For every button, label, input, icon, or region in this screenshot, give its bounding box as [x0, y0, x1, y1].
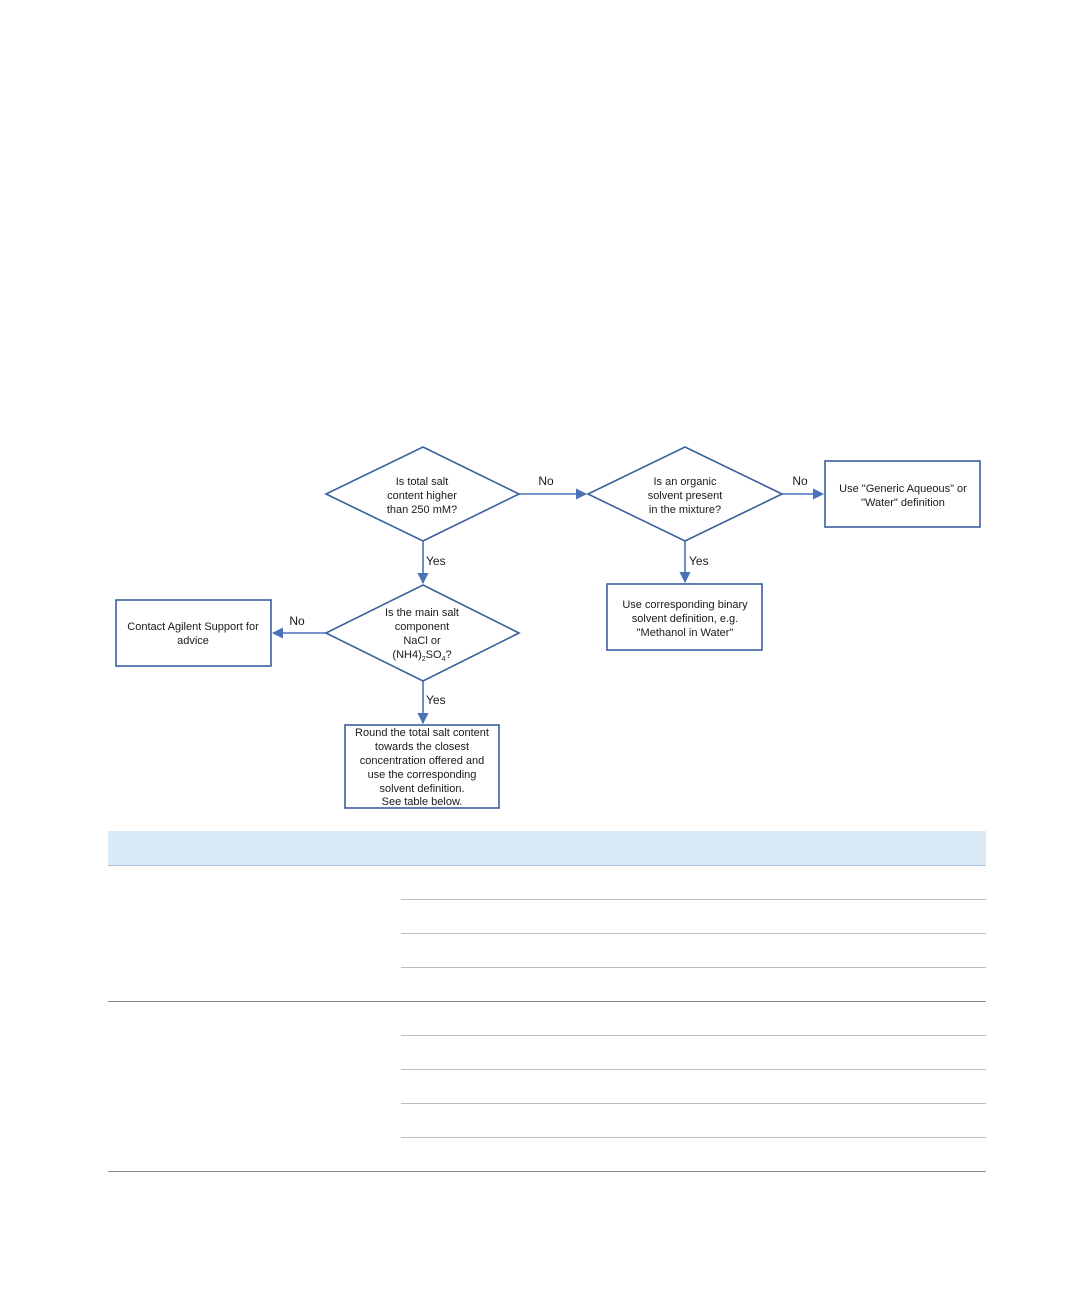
decision-salt-content-line-1: Is total salt — [396, 476, 449, 488]
table-row — [108, 899, 986, 934]
table-row — [108, 1035, 986, 1070]
table-cell — [401, 1103, 986, 1138]
table-header-cell — [401, 831, 986, 866]
table-row — [108, 967, 986, 1002]
edge-label-main-no: No — [289, 614, 305, 628]
table-row — [108, 1069, 986, 1104]
outcome-binary-solvent-line-3: "Methanol in Water" — [637, 627, 734, 639]
decision-main-salt-line-3: NaCl or — [403, 635, 441, 647]
decision-organic-solvent: Is an organic solvent present in the mix… — [586, 446, 784, 542]
table-cell — [401, 899, 986, 934]
table-row — [108, 1137, 986, 1172]
outcome-contact-support-line-2: advice — [177, 635, 209, 647]
edge-label-salt-no: No — [538, 474, 554, 488]
decision-main-salt-line-2: component — [395, 621, 449, 633]
table-cell — [401, 1035, 986, 1070]
decision-salt-content-line-3: than 250 mM? — [387, 504, 457, 516]
table-group-label — [108, 1001, 401, 1172]
decision-organic-solvent-line-1: Is an organic — [654, 476, 717, 488]
table-cell — [401, 1137, 986, 1172]
table-header-cell — [108, 831, 401, 866]
decision-salt-content-line-2: content higher — [387, 490, 457, 502]
table-group-label — [108, 865, 401, 1002]
edge-label-salt-yes: Yes — [426, 554, 446, 568]
solvent-definition-table — [108, 831, 986, 1172]
decision-main-salt-formula: (NH4)2SO4? — [392, 649, 451, 663]
table-cell — [401, 1001, 986, 1036]
decision-organic-solvent-line-3: in the mixture? — [649, 504, 721, 516]
outcome-round-salt-line-1: Round the total salt content — [355, 727, 489, 739]
decision-main-salt-line-1: Is the main salt — [385, 607, 459, 619]
outcome-generic-aqueous-line-2: "Water" definition — [861, 497, 945, 509]
decision-organic-solvent-line-2: solvent present — [648, 490, 723, 502]
outcome-generic-aqueous-line-1: Use "Generic Aqueous" or — [839, 483, 967, 495]
outcome-generic-aqueous: Use "Generic Aqueous" or "Water" definit… — [824, 460, 981, 528]
table-row — [108, 865, 986, 1002]
outcome-round-salt-line-5: solvent definition. — [380, 783, 465, 795]
outcome-contact-support-line-1: Contact Agilent Support for — [127, 621, 259, 633]
table-cell — [401, 933, 986, 968]
flowchart-diagram: No No Yes Yes No Yes Is total salt conte… — [115, 446, 981, 809]
table-header-row — [108, 831, 986, 866]
outcome-round-salt: Round the total salt content towards the… — [344, 724, 500, 809]
edge-label-organic-no: No — [792, 474, 808, 488]
outcome-round-salt-line-4: use the corresponding — [368, 769, 477, 781]
table-row — [108, 933, 986, 968]
edge-label-main-yes: Yes — [426, 693, 446, 707]
table-cell — [401, 865, 986, 900]
table-row — [108, 1001, 986, 1172]
table-cell — [401, 1069, 986, 1104]
outcome-binary-solvent-line-1: Use corresponding binary — [622, 599, 748, 611]
outcome-binary-solvent: Use corresponding binary solvent definit… — [606, 583, 763, 651]
decision-main-salt: Is the main salt component NaCl or (NH4)… — [324, 584, 521, 682]
outcome-binary-solvent-line-2: solvent definition, e.g. — [632, 613, 738, 625]
edge-label-organic-yes: Yes — [689, 554, 709, 568]
table-row — [108, 1103, 986, 1138]
outcome-round-salt-line-6: See table below. — [382, 796, 463, 808]
decision-salt-content: Is total salt content higher than 250 mM… — [324, 446, 521, 542]
outcome-round-salt-line-2: towards the closest — [375, 741, 469, 753]
outcome-round-salt-line-3: concentration offered and — [360, 755, 485, 767]
outcome-contact-support: Contact Agilent Support for advice — [115, 599, 272, 667]
table-cell — [401, 967, 986, 1002]
